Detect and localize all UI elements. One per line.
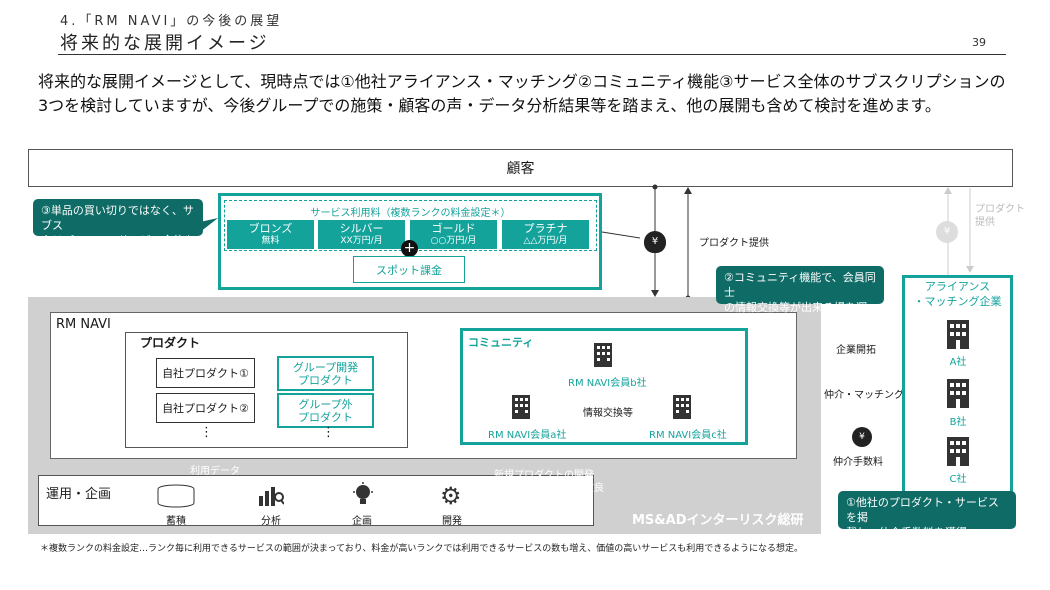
building-icon (671, 393, 693, 423)
building-icon (946, 319, 970, 353)
company-a: A社 (949, 357, 967, 368)
service-fee-label: サービス利用料（複数ランクの料金設定＊） (310, 208, 511, 219)
tier-platinum: プラチナ△△万円/月 (502, 220, 589, 249)
commission-label: 仲介手数料 (833, 457, 883, 468)
building-icon (946, 378, 970, 412)
company-c: C社 (949, 474, 967, 485)
company-b: B社 (949, 417, 967, 428)
info-exchange-label: 情報交換等 (583, 408, 633, 419)
step-plan: 企画 (352, 516, 372, 527)
building-icon (510, 393, 532, 423)
step-develop: 開発 (442, 516, 462, 527)
footnote: ＊複数ランクの料金設定…ランク毎に利用できるサービスの範囲が決まっており、料金が… (40, 544, 804, 554)
database-icon (156, 484, 196, 512)
bar-chart-icon (258, 484, 285, 510)
alliance-callout: ①他社のプロダクト・サービスを掲 載し、仲介手数料を獲得 (838, 491, 1016, 539)
alliance-label: アライアンス ・マッチング企業 (913, 280, 1002, 308)
operations-label: 運用・企画 (46, 487, 112, 502)
subscription-callout: ③単品の買い切りではなく、サブス クリプションでサービス全体を提供 (33, 199, 203, 262)
external-group-product: グループ外 プロダクト (277, 393, 374, 428)
matching-label: 仲介・マッチング (824, 390, 904, 401)
community-callout: ②コミュニティ機能で、会員同士 の情報交換等が出来る場を運営 (716, 266, 884, 329)
operations-box (38, 475, 594, 526)
own-product-1: 自社プロダクト① (156, 358, 255, 388)
fee-connector (601, 231, 641, 239)
step-analyze: 分析 (261, 516, 281, 527)
product-provision-faded-label: プロダクト 提供 (975, 204, 1025, 228)
own-product-2: 自社プロダクト② (156, 393, 255, 423)
page-title: 将来的な展開イメージ (60, 33, 270, 54)
yen-bag-icon: ¥ (852, 427, 872, 447)
section-title: 4.「RM NAVI」の今後の展望 (60, 14, 283, 29)
usage-data-label: 利用データ (190, 466, 240, 477)
ellipsis: ⋮ (322, 425, 335, 440)
product-label: プロダクト (140, 336, 201, 350)
yen-bag-icon: ¥ (644, 231, 666, 253)
plus-icon: + (401, 240, 418, 257)
ellipsis: ⋮ (200, 425, 213, 440)
tier-gold: ゴールド○○万円/月 (410, 220, 497, 249)
step-accumulate: 蓄積 (166, 516, 186, 527)
page-number: 39 (972, 36, 986, 49)
gear-icon: ⚙ (440, 482, 462, 510)
customer-box: 顧客 (28, 149, 1013, 187)
group-product: グループ開発 プロダクト (277, 356, 374, 391)
spot-billing: スポット課金 (353, 256, 465, 283)
yen-bag-icon-faded: ¥ (936, 221, 958, 243)
business-dev-label: 企業開拓 (836, 345, 876, 356)
member-b: RM NAVI会員b社 (568, 378, 647, 389)
title-divider (58, 54, 1006, 55)
member-a: RM NAVI会員a社 (488, 430, 567, 441)
company-name: MS&ADインターリスク総研 (632, 513, 804, 528)
rm-navi-label: RM NAVI (56, 317, 111, 332)
customer-label: 顧客 (506, 161, 535, 177)
tier-bronze: ブロンズ無料 (227, 220, 314, 249)
lead-text: 将来的な展開イメージとして、現時点では①他社アライアンス・マッチング②コミュニテ… (38, 72, 1006, 115)
member-c: RM NAVI会員c社 (649, 430, 727, 441)
building-icon (592, 341, 614, 371)
community-label: コミュニティ (468, 336, 534, 349)
product-provision-label: プロダクト提供 (699, 238, 769, 249)
lightbulb-icon (352, 482, 374, 512)
new-product-label: 新規プロダクトの開発 ・既存プロダクトの改良 (494, 470, 604, 494)
building-icon (946, 436, 970, 470)
